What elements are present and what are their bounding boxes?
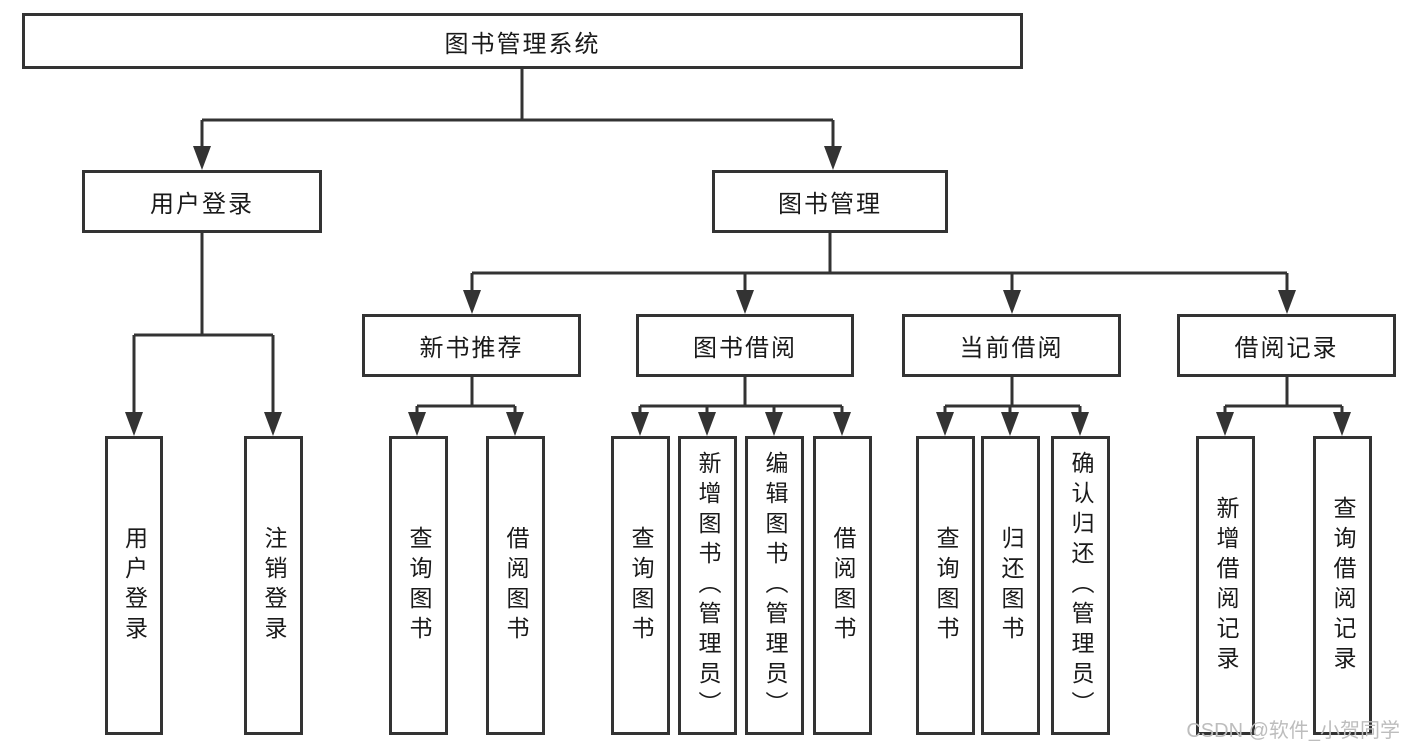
leaf-query-books-borrow: 查询图书 — [611, 436, 670, 735]
node-new-book-recommend: 新书推荐 — [362, 314, 581, 377]
node-book-borrow: 图书借阅 — [636, 314, 854, 377]
leaf-add-books-admin: 新增图书（管理员） — [678, 436, 737, 735]
node-label: 新书推荐 — [419, 335, 524, 362]
node-label: 编辑图书（管理员） — [762, 450, 788, 721]
leaf-logout: 注销登录 — [244, 436, 303, 735]
node-label: 归还图书 — [998, 525, 1024, 646]
leaf-user-login: 用户登录 — [105, 436, 163, 735]
node-label: 注销登录 — [261, 525, 287, 646]
node-library-system: 图书管理系统 — [22, 13, 1023, 69]
node-label: 图书借阅 — [693, 335, 797, 362]
node-label: 查询借阅记录 — [1330, 495, 1356, 676]
leaf-query-books-recommend: 查询图书 — [389, 436, 448, 735]
arrowhead-icons — [125, 146, 1351, 436]
leaf-query-borrow-record: 查询借阅记录 — [1313, 436, 1372, 735]
node-label: 查询图书 — [933, 525, 959, 646]
node-label: 借阅图书 — [830, 525, 856, 646]
leaf-query-books-current: 查询图书 — [916, 436, 975, 735]
node-label: 用户登录 — [150, 191, 254, 218]
node-current-borrow: 当前借阅 — [902, 314, 1121, 377]
leaf-borrow-books-recommend: 借阅图书 — [486, 436, 545, 735]
leaf-edit-books-admin: 编辑图书（管理员） — [745, 436, 804, 735]
leaf-borrow-books: 借阅图书 — [813, 436, 872, 735]
node-user-login: 用户登录 — [82, 170, 322, 233]
node-label: 新增借阅记录 — [1213, 495, 1239, 676]
node-label: 用户登录 — [121, 525, 148, 646]
node-label: 图书管理系统 — [444, 30, 601, 58]
node-label: 图书管理 — [778, 191, 882, 218]
node-label: 借阅记录 — [1234, 335, 1339, 362]
leaf-return-books: 归还图书 — [981, 436, 1040, 735]
leaf-confirm-return-admin: 确认归还（管理员） — [1051, 436, 1110, 735]
node-label: 当前借阅 — [959, 335, 1064, 362]
node-label: 借阅图书 — [503, 525, 529, 646]
csdn-watermark: CSDN @软件_小贺同学 — [1186, 720, 1400, 742]
node-book-management: 图书管理 — [712, 170, 948, 233]
node-label: 查询图书 — [628, 525, 654, 646]
node-label: 确认归还（管理员） — [1068, 450, 1094, 721]
node-label: 查询图书 — [406, 525, 432, 646]
node-borrow-records: 借阅记录 — [1177, 314, 1396, 377]
node-label: 新增图书（管理员） — [695, 450, 721, 721]
leaf-add-borrow-record: 新增借阅记录 — [1196, 436, 1255, 735]
